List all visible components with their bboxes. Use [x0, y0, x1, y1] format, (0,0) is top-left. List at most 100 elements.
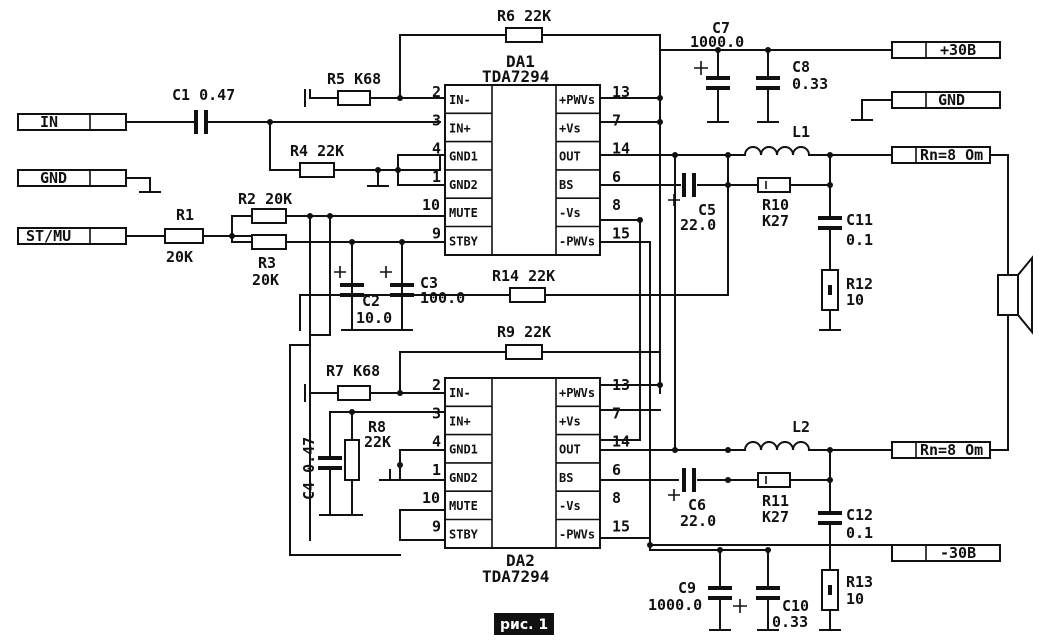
da1-ref: DA1: [506, 52, 535, 71]
connector-gnd-in: GND: [17, 169, 161, 193]
c2-label: C2: [362, 292, 380, 310]
resistor-r1: [164, 228, 204, 244]
c1-label: C1 0.47: [172, 86, 235, 104]
r11-value: K27: [762, 508, 789, 526]
c6-label: C6: [688, 496, 706, 514]
r3-label: R3: [258, 254, 276, 272]
l1-label: L1: [792, 123, 810, 141]
capacitor-c1: [194, 110, 208, 134]
c8-label: C8: [792, 58, 810, 76]
capacitor-c7: [694, 59, 730, 123]
inductor-l2: [743, 441, 811, 452]
c9-label: C9: [678, 579, 696, 597]
r11-label: R11: [762, 492, 789, 510]
pin-number: 8: [612, 196, 621, 214]
pin-number: 7: [612, 404, 621, 422]
capacitor-c11: [818, 184, 842, 331]
pin-name: IN+: [449, 121, 471, 135]
capacitor-c5: [668, 173, 696, 206]
out2-label: Rn=8 Om: [920, 441, 983, 459]
resistor-r10: [757, 177, 791, 193]
pin-number: 7: [612, 111, 621, 129]
c10-value: 0.33: [772, 613, 808, 631]
out1-label: Rn=8 Om: [920, 146, 983, 164]
r6-label: R6 22K: [497, 7, 551, 25]
pin-number: 13: [612, 376, 630, 394]
c8-value: 0.33: [792, 75, 828, 93]
capacitor-c9: [708, 579, 747, 631]
pin-name: OUT: [559, 150, 581, 164]
c3-label: C3: [420, 274, 438, 292]
capacitor-c10: [756, 579, 780, 631]
c5-label: C5: [698, 201, 716, 219]
c3-value: 100.0: [420, 289, 465, 307]
pin-name: OUT: [559, 443, 581, 457]
connector-out2: Rn=8 Om: [891, 441, 991, 459]
pin-number: 2: [432, 376, 441, 394]
junction-dots: [229, 47, 833, 553]
c4-label: C4 0.47: [300, 437, 318, 500]
capacitor-c2: [334, 241, 364, 331]
c9-value: 1000.0: [648, 596, 702, 614]
resistor-r4: [299, 162, 335, 178]
plus-supply-label: +30В: [940, 41, 976, 59]
pin-number: 3: [432, 404, 441, 422]
pin-number: 8: [612, 489, 621, 507]
capacitor-c6: [668, 468, 696, 501]
pin-name: BS: [559, 471, 573, 485]
resistor-r14: [509, 287, 546, 303]
resistor-r6: [505, 27, 543, 43]
c7-value: 1000.0: [690, 33, 744, 51]
r10-label: R10: [762, 196, 789, 214]
c2-value: 10.0: [356, 309, 392, 327]
pin-number: 14: [612, 140, 630, 158]
pin-name: -Vs: [559, 499, 581, 513]
figure-label-text: рис. 1: [500, 617, 548, 633]
connector-st-mu-label: ST/MU: [26, 227, 71, 245]
r8-value: 22K: [364, 433, 391, 451]
r10-value: K27: [762, 212, 789, 230]
c12-label: C12: [846, 506, 873, 524]
pin-name: +Vs: [559, 121, 581, 135]
r3-value: 20K: [252, 271, 279, 289]
pin-number: 3: [432, 111, 441, 129]
minus-supply-label: -30В: [940, 544, 976, 562]
speaker-icon: [997, 255, 1033, 335]
figure-label: рис. 1: [494, 613, 554, 635]
pin-name: +PWVs: [559, 386, 595, 400]
c6-value: 22.0: [680, 512, 716, 530]
c10-label: C10: [782, 597, 809, 615]
c12-value: 0.1: [846, 524, 873, 542]
pin-name: GND2: [449, 471, 478, 485]
pin-number: 1: [432, 461, 441, 479]
r1-value: 20K: [166, 248, 193, 266]
resistor-r9: [505, 344, 543, 360]
pin-number: 15: [612, 225, 630, 243]
pin-name: -PWVs: [559, 528, 595, 542]
pin-name: GND1: [449, 443, 478, 457]
resistor-r2: [251, 208, 287, 224]
pin-name: -Vs: [559, 206, 581, 220]
connector-minus-supply: -30В: [891, 544, 1001, 562]
connector-in-label: IN: [40, 113, 58, 131]
pin-name: STBY: [449, 528, 479, 542]
pin-number: 1: [432, 168, 441, 186]
resistors: [164, 27, 839, 611]
resistor-r3: [251, 234, 287, 250]
pin-number: 6: [612, 461, 621, 479]
resistor-r5: [337, 90, 371, 106]
pin-name: GND1: [449, 150, 478, 164]
ground-symbols: [304, 89, 841, 631]
gnd-supply-label: GND: [938, 91, 965, 109]
pin-name: MUTE: [449, 499, 478, 513]
c5-value: 22.0: [680, 216, 716, 234]
pin-name: IN-: [449, 386, 471, 400]
da1-part: TDA7294: [482, 67, 549, 86]
pin-name: -PWVs: [559, 235, 595, 249]
resistor-r11: [757, 472, 791, 488]
da2-part: TDA7294: [482, 567, 549, 586]
capacitors: [194, 59, 842, 631]
pin-number: 2: [432, 83, 441, 101]
r1-label: R1: [176, 206, 194, 224]
